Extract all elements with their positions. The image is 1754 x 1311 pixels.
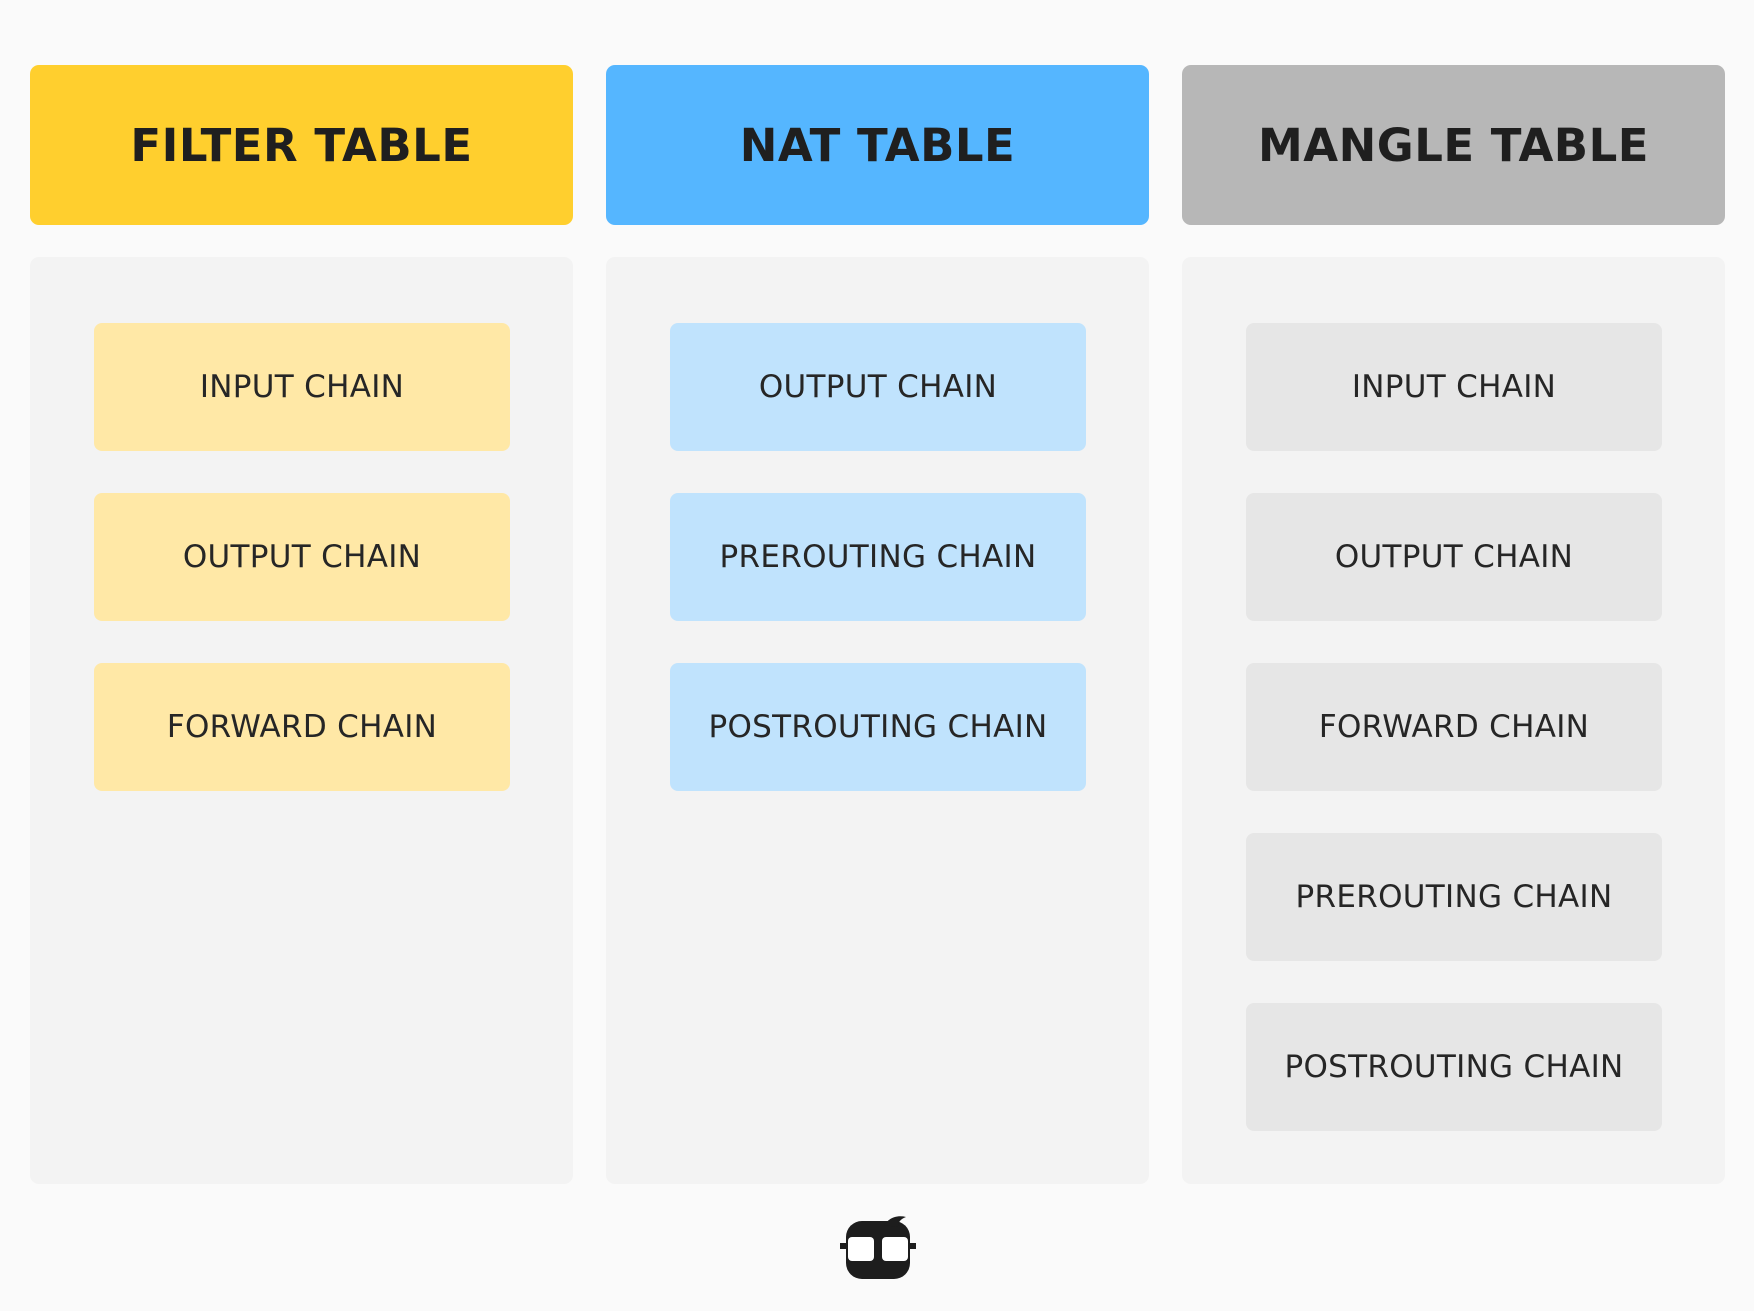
chain-box-prerouting: PREROUTING CHAIN	[1246, 833, 1662, 961]
chain-box-postrouting: POSTROUTING CHAIN	[1246, 1003, 1662, 1131]
mangle-chain-list: INPUT CHAIN OUTPUT CHAIN FORWARD CHAIN P…	[1246, 323, 1662, 1173]
mangle-table-header: MANGLE TABLE	[1182, 65, 1725, 225]
chain-box-forward: FORWARD CHAIN	[94, 663, 510, 791]
nerd-face-icon	[840, 1216, 916, 1279]
filter-table-header: FILTER TABLE	[30, 65, 573, 225]
chain-box-output: OUTPUT CHAIN	[94, 493, 510, 621]
mangle-table-column: MANGLE TABLE INPUT CHAIN OUTPUT CHAIN FO…	[1182, 65, 1725, 1184]
filter-table-column: FILTER TABLE INPUT CHAIN OUTPUT CHAIN FO…	[30, 65, 573, 1184]
chain-box-postrouting: POSTROUTING CHAIN	[670, 663, 1086, 791]
nat-table-column: NAT TABLE OUTPUT CHAIN PREROUTING CHAIN …	[606, 65, 1149, 1184]
mangle-table-panel: INPUT CHAIN OUTPUT CHAIN FORWARD CHAIN P…	[1182, 257, 1725, 1184]
nat-chain-list: OUTPUT CHAIN PREROUTING CHAIN POSTROUTIN…	[670, 323, 1086, 833]
chain-box-forward: FORWARD CHAIN	[1246, 663, 1662, 791]
chain-box-input: INPUT CHAIN	[1246, 323, 1662, 451]
filter-chain-list: INPUT CHAIN OUTPUT CHAIN FORWARD CHAIN	[94, 323, 510, 833]
nat-table-header: NAT TABLE	[606, 65, 1149, 225]
nat-table-panel: OUTPUT CHAIN PREROUTING CHAIN POSTROUTIN…	[606, 257, 1149, 1184]
chain-box-prerouting: PREROUTING CHAIN	[670, 493, 1086, 621]
filter-table-panel: INPUT CHAIN OUTPUT CHAIN FORWARD CHAIN	[30, 257, 573, 1184]
chain-box-output: OUTPUT CHAIN	[1246, 493, 1662, 621]
chain-box-output: OUTPUT CHAIN	[670, 323, 1086, 451]
chain-box-input: INPUT CHAIN	[94, 323, 510, 451]
